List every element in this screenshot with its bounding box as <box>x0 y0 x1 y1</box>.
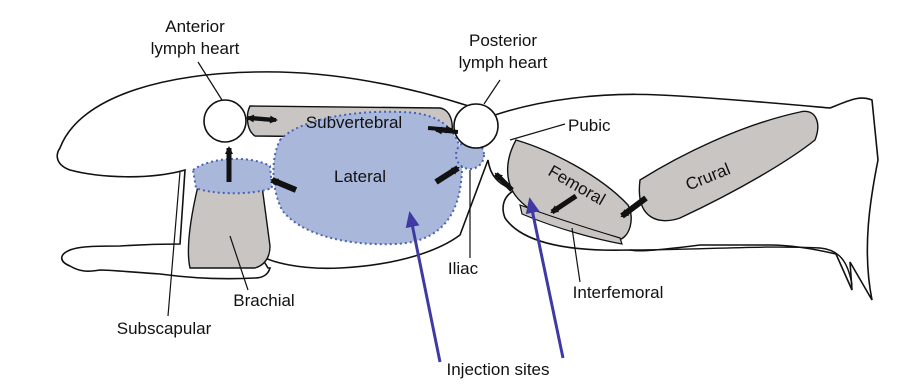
posterior-lymph-heart-label-line2: lymph heart <box>459 53 548 72</box>
hind-leg-outline <box>630 247 852 285</box>
subvertebral-label: Subvertebral <box>306 113 402 132</box>
anterior-heart-leader <box>198 62 222 100</box>
iliac-label: Iliac <box>448 259 479 278</box>
posterior-heart-to-subvertebral-arrow <box>436 130 458 132</box>
posterior-lymph-heart-label-line1: Posterior <box>469 31 537 50</box>
posterior-lymph-heart <box>454 104 498 148</box>
lateral-label: Lateral <box>334 167 386 186</box>
interfemoral-label: Interfemoral <box>573 283 664 302</box>
anterior-lymph-heart-label-line2: lymph heart <box>151 39 240 58</box>
interfemoral-leader <box>572 228 580 282</box>
subscapular-label: Subscapular <box>117 319 212 338</box>
anterior-heart-to-subvertebral-arrow <box>252 118 276 120</box>
anterior-lymph-heart-label-line1: Anterior <box>165 17 225 36</box>
posterior-heart-leader <box>484 80 500 104</box>
pubic-label: Pubic <box>568 116 611 135</box>
pubic-leader <box>510 124 565 140</box>
anterior-lymph-heart <box>204 100 246 142</box>
brachial-label: Brachial <box>233 291 294 310</box>
injection-sites-label: Injection sites <box>447 360 550 379</box>
crural-sac <box>639 111 817 220</box>
subscapular-sac <box>193 159 272 193</box>
brachial-sac <box>188 186 270 268</box>
